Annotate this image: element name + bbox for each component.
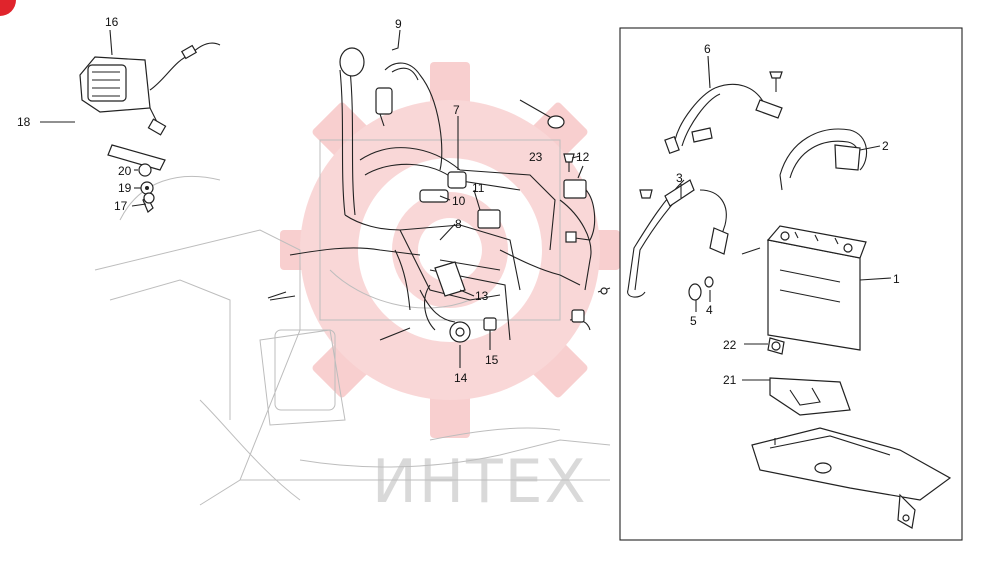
callout-14: 14 <box>454 371 468 385</box>
callout-19: 19 <box>118 181 132 195</box>
watermark-gear-logo <box>280 62 620 438</box>
battery-strap-2 <box>779 128 868 191</box>
nut-4 <box>704 276 714 288</box>
callout-18: 18 <box>17 115 31 129</box>
watermark-text: ИНТЕХ <box>372 447 588 517</box>
callout-7: 7 <box>453 103 460 117</box>
frame-background-sketch <box>94 139 611 506</box>
battery-cable-6 <box>664 71 783 155</box>
battery-1 <box>766 225 867 351</box>
callout-3: 3 <box>676 171 683 185</box>
corner-badge <box>0 0 16 16</box>
callout-16: 16 <box>105 15 119 29</box>
callout-17: 17 <box>114 199 128 213</box>
callout-9: 9 <box>395 17 402 31</box>
battery-tray-21 <box>751 377 952 529</box>
callout-4: 4 <box>706 303 713 317</box>
callout-21: 21 <box>723 373 737 387</box>
callout-15: 15 <box>485 353 499 367</box>
callout-6: 6 <box>704 42 711 56</box>
callout-13: 13 <box>475 289 489 303</box>
battery-group-frame <box>619 27 963 541</box>
callout-labels: 16 18 20 19 17 9 7 10 11 8 13 14 15 23 1… <box>17 15 900 387</box>
wiring-harness <box>269 99 611 343</box>
callout-1: 1 <box>893 272 900 286</box>
callout-8: 8 <box>455 217 462 231</box>
callout-10: 10 <box>452 194 466 208</box>
callout-2: 2 <box>882 139 889 153</box>
washer-5 <box>688 283 702 301</box>
clip-22 <box>767 337 785 355</box>
callout-23: 23 <box>529 150 543 164</box>
callout-11: 11 <box>472 181 485 195</box>
wire-9 <box>339 47 443 216</box>
battery-cable-3 <box>627 179 729 298</box>
callout-20: 20 <box>118 164 132 178</box>
callout-12: 12 <box>576 150 590 164</box>
leader-lines <box>40 29 892 381</box>
callout-5: 5 <box>690 314 697 328</box>
callout-22: 22 <box>723 338 737 352</box>
lamp-assembly <box>79 42 221 213</box>
